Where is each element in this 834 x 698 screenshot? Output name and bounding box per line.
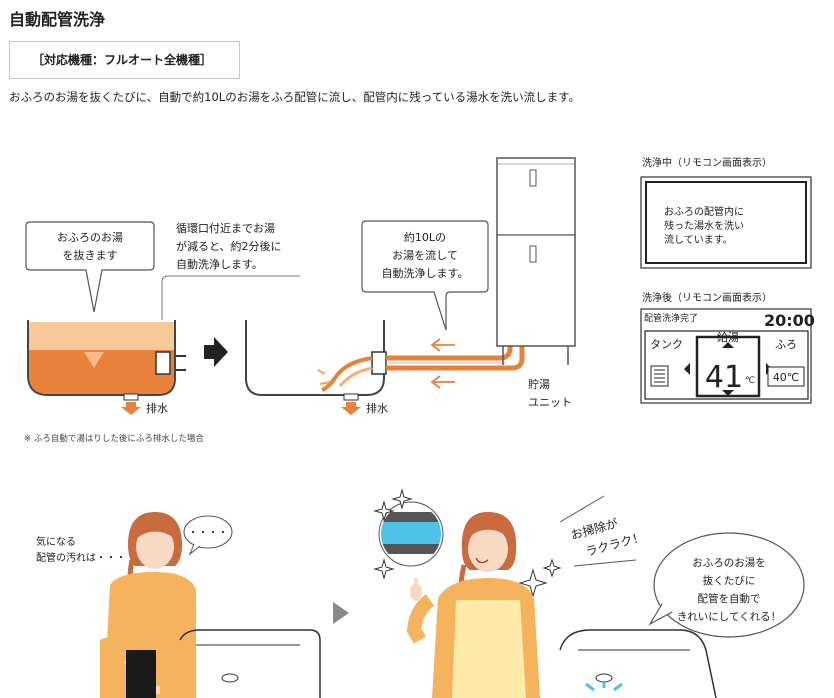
illustration-before: 気になる 配管の汚れは・・・ ・・・・ xyxy=(36,512,321,698)
bubble1-line2: を抜きます xyxy=(63,248,118,262)
speech-line-1 xyxy=(559,495,605,523)
drain-label-1: 排水 xyxy=(146,401,168,415)
remote-time: 20:00 xyxy=(764,311,815,330)
bubble-happy: おふろのお湯を 抜くたびに 配管を自動で きれいにしてくれる！ xyxy=(648,532,805,638)
page-title: 自動配管洗浄 xyxy=(9,10,106,29)
drain-label-2: 排水 xyxy=(366,401,388,415)
tank-unit-label-1: 貯湯 xyxy=(528,378,550,391)
bubble3-line3: 配管を自動で xyxy=(698,592,761,605)
bubble1-line1: おふろのお湯 xyxy=(57,231,123,244)
supply-temp: 41 xyxy=(705,360,743,395)
right-arrow-icon xyxy=(204,337,228,367)
tank-unit-label-2: ユニット xyxy=(528,396,572,409)
bubble3-line4: きれいにしてくれる！ xyxy=(677,611,781,623)
remote-screen-during: おふろの配管内に 残った湯水を洗い 流しています。 xyxy=(640,176,812,269)
tank-label: タンク xyxy=(650,338,683,351)
after-status: 配管洗浄完了 xyxy=(644,312,698,324)
caption1-line3: 自動洗浄します。 xyxy=(176,257,263,271)
bubble2-line3: 自動洗浄します。 xyxy=(382,266,469,280)
illustration-after xyxy=(373,488,717,698)
play-arrow-icon xyxy=(333,602,349,624)
bubble2-line1: 約10Lの xyxy=(404,230,446,244)
during-line2: 残った湯水を洗い xyxy=(664,219,744,232)
bath-label: ふろ xyxy=(775,338,797,351)
speech-line-2 xyxy=(573,559,637,567)
caption1-line1: 循環口付近までお湯 xyxy=(176,222,275,235)
bath-temp: 40℃ xyxy=(773,371,799,384)
bubble3-line2: 抜くたびに xyxy=(703,574,756,587)
bubble3-line1: おふろのお湯を xyxy=(692,557,766,569)
dots-text: ・・・・ xyxy=(188,528,228,539)
bathtub-full xyxy=(27,320,186,415)
bubble2-line2: お湯を流して xyxy=(392,248,458,262)
thought-line2: 配管の汚れは・・・ xyxy=(36,551,126,564)
description: おふろのお湯を抜くたびに、自動で約10Lのお湯をふろ配管に流し、配管内に残ってい… xyxy=(9,90,580,104)
bubble-flush: 約10Lの お湯を流して 自動洗浄します。 xyxy=(361,220,489,331)
thought-line1: 気になる xyxy=(36,535,76,548)
during-line3: 流しています。 xyxy=(664,233,733,246)
exclaim-text: お掃除が ラクラク！ xyxy=(569,515,646,559)
supply-label: 給湯 xyxy=(717,330,739,344)
remote-during-label: 洗浄中（リモコン画面表示） xyxy=(642,156,772,169)
bubble-drain-water: おふろのお湯 を抜きます xyxy=(25,221,155,313)
caption1-line2: が減ると、約2分後に xyxy=(176,239,282,253)
footnote: ※ ふろ自動で湯はりした後にふろ排水した場合 xyxy=(24,434,204,444)
remote-after-label: 洗浄後（リモコン画面表示） xyxy=(642,291,772,304)
during-line1: おふろの配管内に xyxy=(664,205,744,218)
hot-water-tank-unit xyxy=(496,157,576,365)
caption-auto-clean: 循環口付近までお湯 が減ると、約2分後に 自動洗浄します。 xyxy=(161,222,300,320)
remote-screen-after: 配管洗浄完了 20:00 タンク 給湯 41 ℃ ふろ 40℃ xyxy=(640,308,815,404)
pipes xyxy=(386,320,525,389)
supply-temp-unit: ℃ xyxy=(745,376,755,386)
bathtub-flushing xyxy=(245,320,387,415)
compatible-models-badge: ［対応機種：フルオート全機種］ xyxy=(9,41,240,79)
